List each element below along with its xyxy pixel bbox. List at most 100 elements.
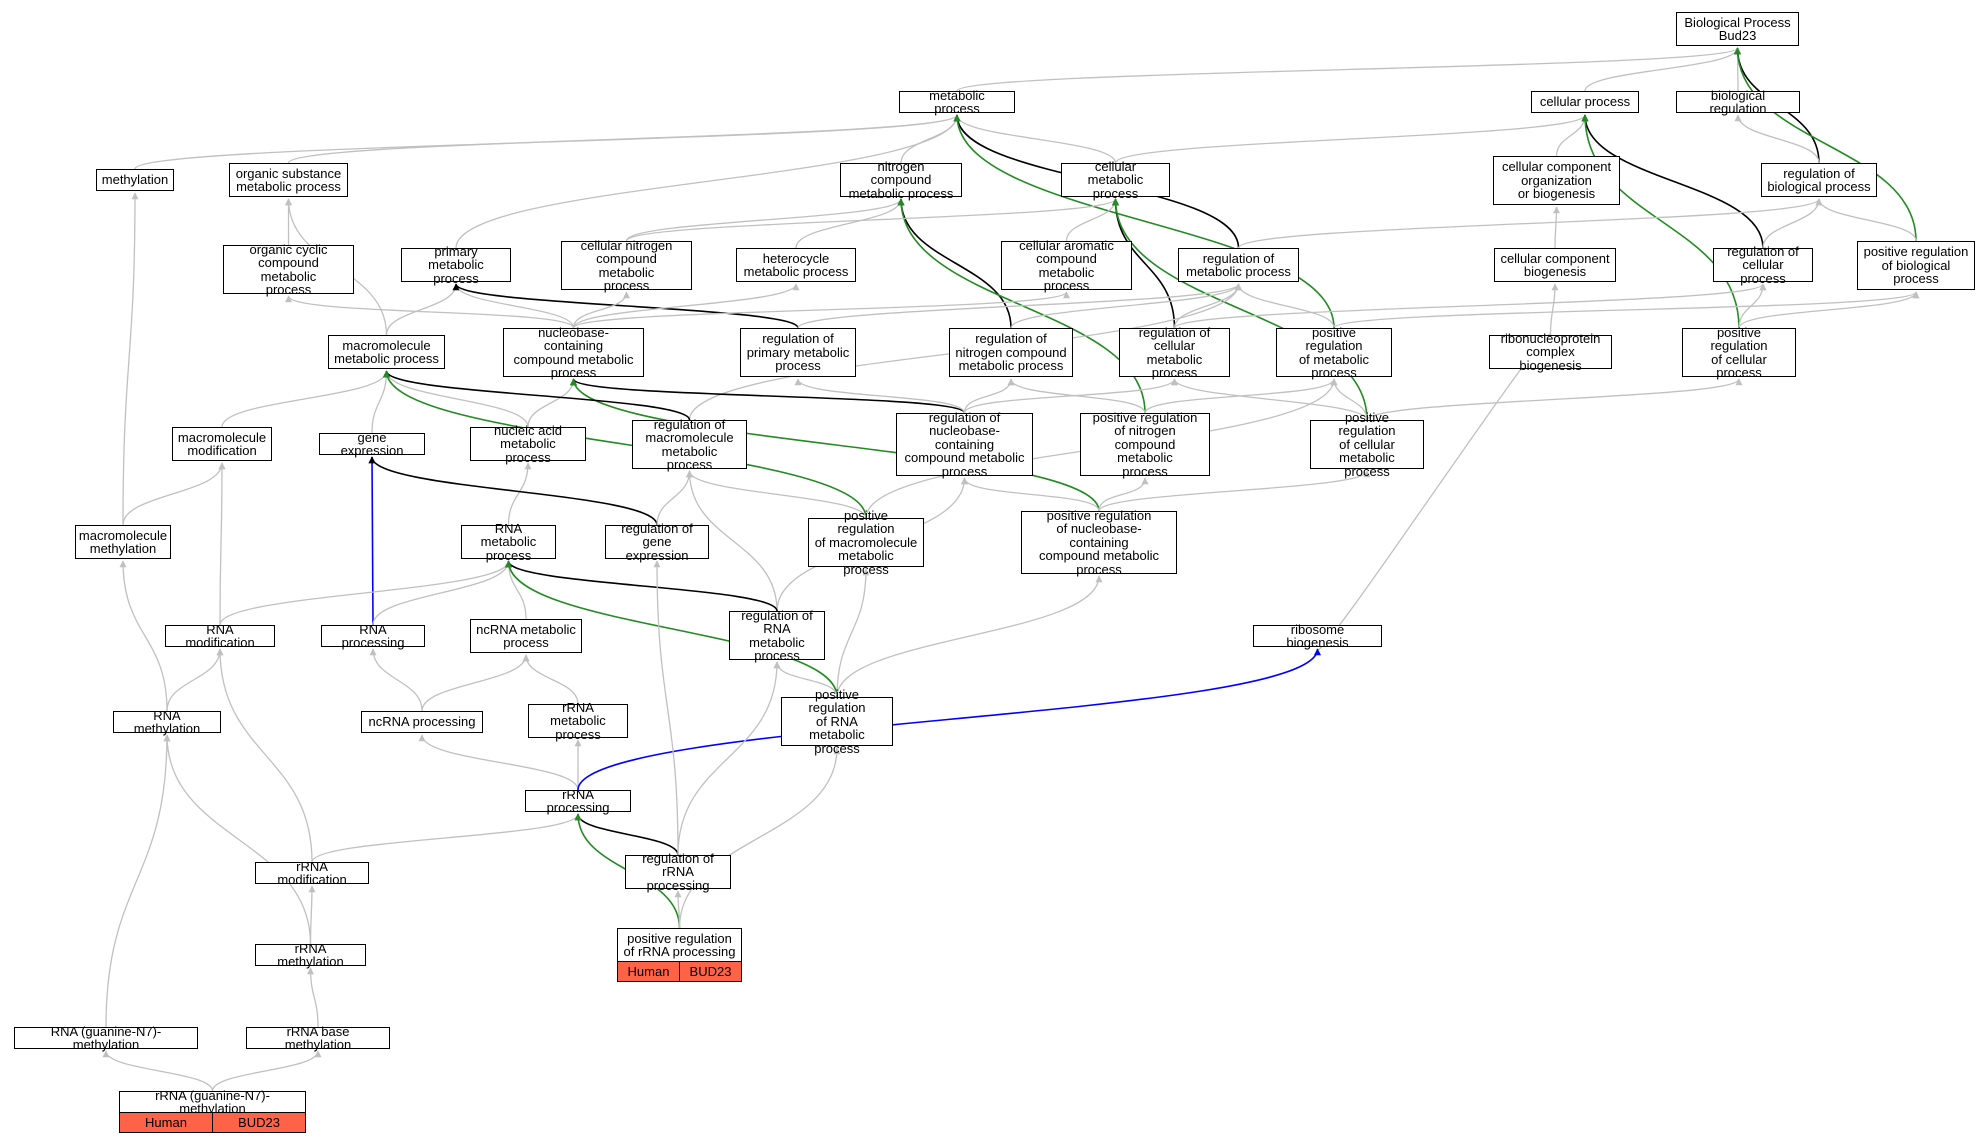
- go-term-node-rrna-processing[interactable]: rRNA processing: [525, 787, 631, 814]
- go-term-node-pos-reg-rna-mp[interactable]: positive regulation of RNA metabolic pro…: [781, 688, 893, 755]
- edge-is_a: [953, 114, 1117, 164]
- go-term-node-cell-nitrogen-mp[interactable]: cellular nitrogen compound metabolic pro…: [561, 238, 692, 292]
- go-term-node-rna-modification[interactable]: RNA modification: [165, 622, 275, 649]
- go-term-node-gene-expression[interactable]: gene expression: [319, 430, 425, 457]
- go-term-node-bp[interactable]: Biological Process Bud23: [1676, 12, 1799, 46]
- edge-is_a: [956, 47, 1741, 92]
- edge-is_a: [505, 560, 527, 620]
- edge-regulates: [452, 283, 799, 329]
- edge-is_a: [1549, 283, 1559, 336]
- go-term-node-cell-aromatic-mp[interactable]: cellular aromatic compound metabolic pro…: [1001, 238, 1132, 292]
- go-term-node-cc-org-biogenesis[interactable]: cellular component organization or bioge…: [1493, 156, 1620, 205]
- edge-is_a: [527, 378, 577, 428]
- go-term-node-methylation[interactable]: methylation: [96, 169, 174, 191]
- go-term-node-reg-nucleobase-mp[interactable]: regulation of nucleobase-containing comp…: [896, 411, 1033, 478]
- go-term-node-rna-mp[interactable]: RNA metabolic process: [461, 522, 556, 562]
- edge-is_a: [102, 1050, 214, 1092]
- go-term-node-pos-reg-nucleobase-mp[interactable]: positive regulation of nucleobase-contai…: [1021, 509, 1177, 576]
- go-term-node-primary-mp[interactable]: primary metabolic process: [401, 245, 511, 285]
- go-term-node-macromolecule-mp[interactable]: macromolecule metabolic process: [328, 335, 445, 369]
- go-term-node-pos-reg-nitrogen-mp[interactable]: positive regulation of nitrogen compound…: [1080, 411, 1210, 478]
- edge-is_a: [218, 462, 226, 626]
- edge-is_a: [1098, 477, 1149, 512]
- edge-is_a: [1144, 378, 1338, 414]
- edge-is_a: [455, 114, 961, 249]
- edge-is_a: [285, 295, 575, 329]
- go-term-node-cellular-process[interactable]: cellular process: [1531, 91, 1639, 113]
- go-term-node-macromolecule-methylation[interactable]: macromolecule methylation: [75, 525, 171, 559]
- edge-is_a: [163, 734, 312, 945]
- go-term-node-pos-reg-rrna-processing[interactable]: positive regulation of rRNA processing: [617, 928, 742, 962]
- edge-is_a: [1235, 283, 1335, 329]
- edge-is_a: [369, 648, 423, 712]
- go-term-node-ncrna-processing[interactable]: ncRNA processing: [361, 711, 483, 733]
- go-term-node-macromolecule-mod[interactable]: macromolecule modification: [172, 427, 272, 461]
- edge-is_a: [421, 654, 530, 712]
- go-term-node-nucleobase-mp[interactable]: nucleobase-containing compound metabolic…: [503, 325, 644, 379]
- edge-is_a: [686, 470, 778, 612]
- edge-is_a: [625, 198, 1119, 242]
- edge-is_a: [677, 661, 781, 856]
- edge-is_a: [1010, 283, 1242, 329]
- edge-positively_regulates: [953, 114, 1335, 329]
- go-term-node-organic-substance-mp[interactable]: organic substance metabolic process: [229, 163, 348, 197]
- go-term-node-rrna-mp[interactable]: rRNA metabolic process: [528, 701, 628, 741]
- edge-is_a: [836, 568, 870, 698]
- go-term-node-rrna-base-methylation[interactable]: rRNA base methylation: [246, 1024, 390, 1051]
- go-term-node-organic-cyclic-mp[interactable]: organic cyclic compound metabolic proces…: [223, 242, 354, 296]
- edge-regulates: [383, 370, 691, 421]
- edge-is_a: [686, 470, 867, 519]
- edge-is_a: [1173, 283, 1767, 329]
- annotation-gene: BUD23: [679, 962, 741, 981]
- edge-is_a: [1237, 198, 1823, 249]
- go-term-node-cellular-mp[interactable]: cellular metabolic process: [1061, 160, 1170, 200]
- edge-is_a: [572, 283, 800, 329]
- go-term-node-rrna-methylation[interactable]: rRNA methylation: [255, 941, 366, 968]
- go-term-node-rnp-biogenesis[interactable]: ribonucleoprotein complex biogenesis: [1489, 332, 1612, 372]
- go-term-node-reg-rna-mp[interactable]: regulation of RNA metabolic process: [729, 608, 825, 662]
- go-term-node-biological-regulation[interactable]: biological regulation: [1676, 88, 1800, 115]
- go-term-node-pos-reg-cellular-mp[interactable]: positive regulation of cellular metaboli…: [1310, 411, 1424, 478]
- go-term-node-reg-cellular-mp[interactable]: regulation of cellular metabolic process: [1119, 325, 1230, 379]
- edge-is_a: [383, 370, 529, 428]
- go-term-node-reg-macromolecule-mp[interactable]: regulation of macromolecule metabolic pr…: [632, 417, 747, 471]
- edge-is_a: [119, 560, 168, 712]
- go-term-node-nitrogen-compound-mp[interactable]: nitrogen compound metabolic process: [840, 160, 962, 200]
- edge-positively_regulates: [570, 378, 1100, 512]
- go-term-node-pos-reg-macromolecule-mp[interactable]: positive regulation of macromolecule met…: [808, 509, 924, 576]
- edge-is_a: [625, 198, 905, 242]
- go-term-node-pos-reg-cp[interactable]: positive regulation of cellular process: [1682, 325, 1796, 379]
- edge-is_a: [122, 462, 226, 526]
- go-term-node-reg-cp[interactable]: regulation of cellular process: [1713, 245, 1813, 285]
- edge-is_a: [1762, 198, 1823, 249]
- edge-is_a: [836, 575, 1103, 698]
- go-term-node-reg-nitrogen-mp[interactable]: regulation of nitrogen compound metaboli…: [949, 328, 1073, 377]
- edge-positively_regulates: [1581, 114, 1740, 329]
- go-term-node-cc-biogenesis[interactable]: cellular component biogenesis: [1494, 248, 1616, 282]
- go-term-node-pos-reg-mp[interactable]: positive regulation of metabolic process: [1276, 325, 1392, 379]
- go-term-node-ncrna-mp[interactable]: ncRNA metabolic process: [470, 619, 582, 653]
- edge-is_a: [507, 462, 532, 526]
- go-term-node-reg-bp[interactable]: regulation of biological process: [1761, 163, 1877, 197]
- go-term-node-reg-rrna-processing[interactable]: regulation of rRNA processing: [625, 852, 731, 892]
- edge-is_a: [372, 560, 512, 626]
- go-term-node-reg-mp[interactable]: regulation of metabolic process: [1178, 248, 1299, 282]
- go-term-node-rna-g-n7-methylation[interactable]: RNA (guanine-N7)-methylation: [14, 1024, 198, 1051]
- go-term-node-rrna-modification[interactable]: rRNA modification: [255, 859, 369, 886]
- edge-is_a: [221, 370, 390, 428]
- go-term-node-rna-processing[interactable]: RNA processing: [321, 622, 425, 649]
- edge-is_a: [418, 734, 579, 791]
- go-term-node-reg-primary-mp[interactable]: regulation of primary metabolic process: [740, 328, 856, 377]
- go-term-node-heterocycle-mp[interactable]: heterocycle metabolic process: [736, 248, 856, 282]
- go-term-node-reg-gene-expression[interactable]: regulation of gene expression: [605, 522, 709, 562]
- go-term-node-rrna-g-n7-methylation[interactable]: rRNA (guanine-N7)-methylation: [119, 1088, 306, 1115]
- go-term-node-metabolic-process[interactable]: metabolic process: [899, 88, 1015, 115]
- go-term-node-pos-reg-bp[interactable]: positive regulation of biological proces…: [1857, 241, 1975, 290]
- go-term-node-rna-methylation[interactable]: RNA methylation: [113, 708, 221, 735]
- edge-is_a: [1738, 291, 1920, 329]
- go-term-node-nucleic-acid-mp[interactable]: nucleic acid metabolic process: [470, 424, 586, 464]
- edge-is_a: [122, 192, 139, 526]
- go-term-node-ribosome-biogenesis[interactable]: ribosome biogenesis: [1253, 622, 1382, 649]
